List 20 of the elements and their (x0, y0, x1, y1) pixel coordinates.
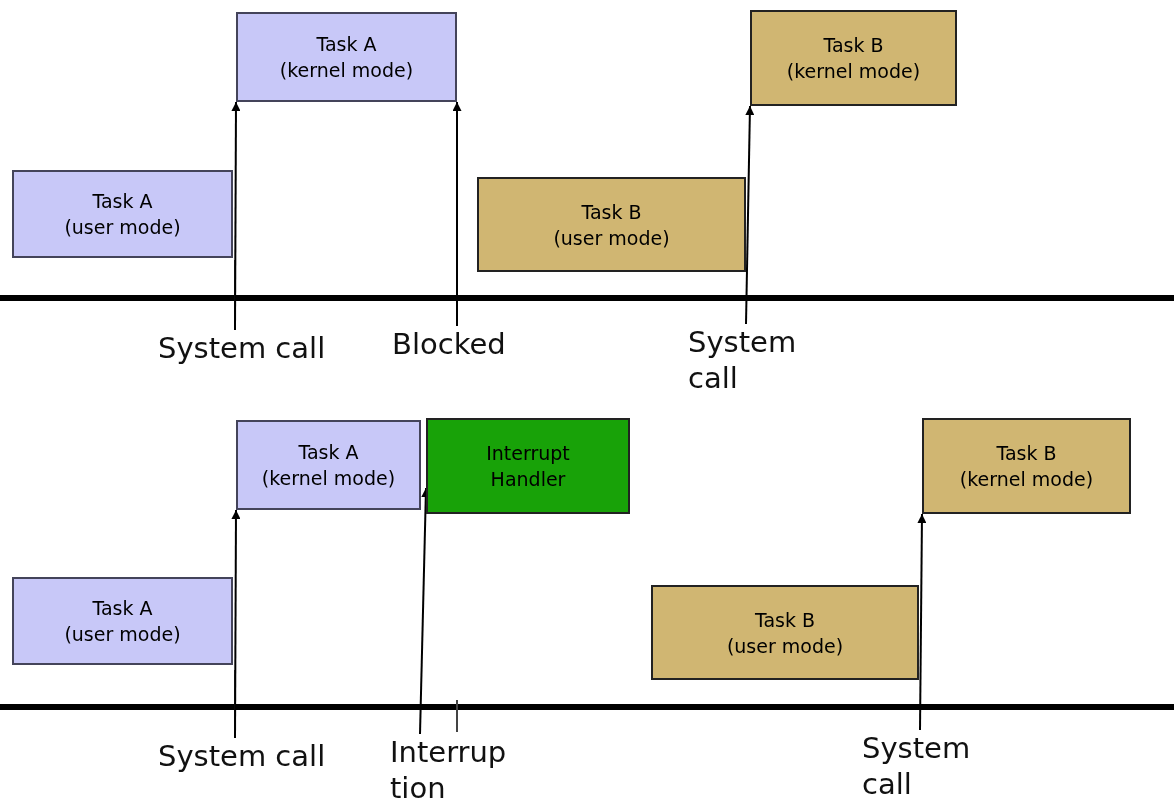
handler-box: Interrupt Handler (426, 418, 630, 514)
event-label: Interrup tion (390, 734, 525, 804)
task-box: Task A (user mode) (12, 170, 233, 258)
task-box: Task A (kernel mode) (236, 12, 457, 102)
task-box: Task B (kernel mode) (922, 418, 1131, 514)
arrow (231, 101, 241, 331)
task-box: Task B (kernel mode) (750, 10, 957, 106)
arrow (917, 513, 927, 731)
arrow (231, 509, 241, 739)
task-box: Task A (kernel mode) (236, 420, 421, 510)
event-label: System call (158, 738, 338, 778)
event-label: System call (158, 330, 338, 370)
arrow (452, 101, 462, 327)
arrow (745, 105, 755, 325)
task-box: Task B (user mode) (651, 585, 919, 680)
event-label: System call (688, 324, 813, 396)
task-box: Task B (user mode) (477, 177, 746, 272)
event-label: Blocked (392, 326, 522, 366)
task-box: Task A (user mode) (12, 577, 233, 665)
event-label: System call (862, 730, 987, 802)
